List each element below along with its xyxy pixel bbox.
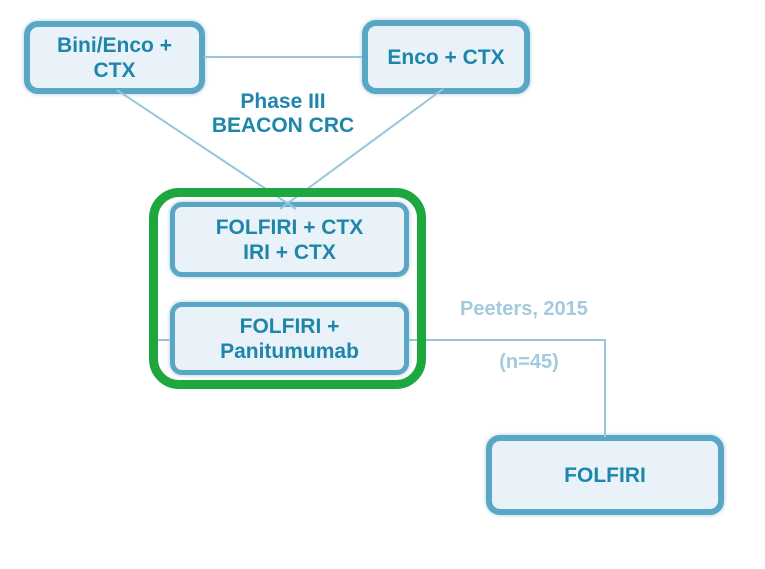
- node-label: CTX: [93, 58, 136, 82]
- node-label: FOLFIRI: [564, 463, 646, 487]
- node-label: FOLFIRI + CTX: [215, 215, 364, 239]
- node-label: FOLFIRI +: [239, 314, 340, 338]
- node-label: Enco + CTX: [387, 45, 505, 69]
- phase-label-line1: Phase III: [240, 90, 326, 113]
- sample-size-label: (n=45): [499, 351, 559, 373]
- node-folfiri-panitumumab: FOLFIRI + Panitumumab: [170, 302, 409, 375]
- phase-label-line2: BEACON CRC: [211, 114, 355, 137]
- node-label: IRI + CTX: [243, 240, 336, 264]
- node-folfiri-ctx-iri-ctx: FOLFIRI + CTX IRI + CTX: [170, 202, 409, 277]
- node-label: Bini/Enco +: [57, 33, 172, 57]
- highlight-outline: [149, 188, 426, 389]
- node-folfiri: FOLFIRI: [486, 435, 724, 515]
- node-enco-ctx: Enco + CTX: [362, 20, 530, 94]
- node-label: Panitumumab: [220, 339, 359, 363]
- phase-label: Phase III BEACON CRC: [180, 90, 386, 138]
- peeters-citation-label: Peeters, 2015: [460, 298, 588, 320]
- node-bini-enco-ctx: Bini/Enco + CTX: [24, 21, 205, 94]
